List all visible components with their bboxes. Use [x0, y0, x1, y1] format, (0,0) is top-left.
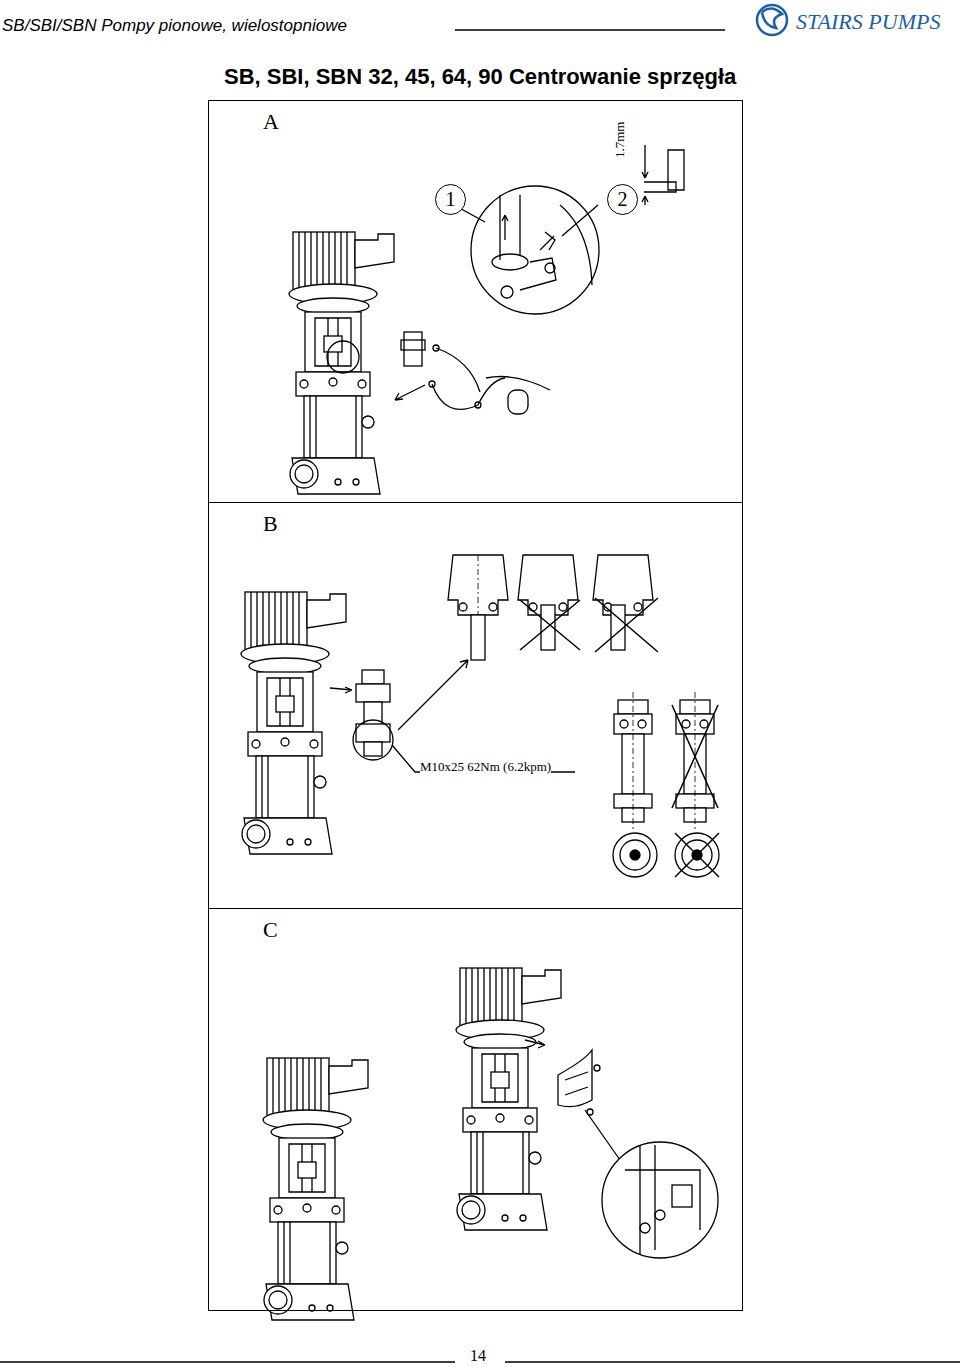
- panel-letter: C: [263, 917, 278, 943]
- panel-letter: B: [263, 511, 278, 537]
- callout-number: 1: [435, 184, 466, 215]
- brand-logo: STAIRS PUMPS: [796, 9, 940, 35]
- panel: B: [208, 502, 743, 909]
- torque-spec: M10x25 62Nm (6.2kpm): [420, 759, 551, 775]
- running-header: SB/SBI/SBN Pompy pionowe, wielostopniowe: [2, 16, 347, 36]
- page-number: 14: [470, 1346, 486, 1365]
- panel-letter: A: [263, 109, 279, 135]
- page-title: SB, SBI, SBN 32, 45, 64, 90 Centrowanie …: [224, 64, 736, 90]
- callout-number: 2: [607, 184, 638, 215]
- dimension: 1.7mm: [612, 122, 628, 158]
- callout-text: 1: [446, 188, 456, 211]
- callout-text: 2: [618, 188, 628, 211]
- panel: A 1 2: [208, 100, 743, 503]
- panel: C: [208, 908, 743, 1311]
